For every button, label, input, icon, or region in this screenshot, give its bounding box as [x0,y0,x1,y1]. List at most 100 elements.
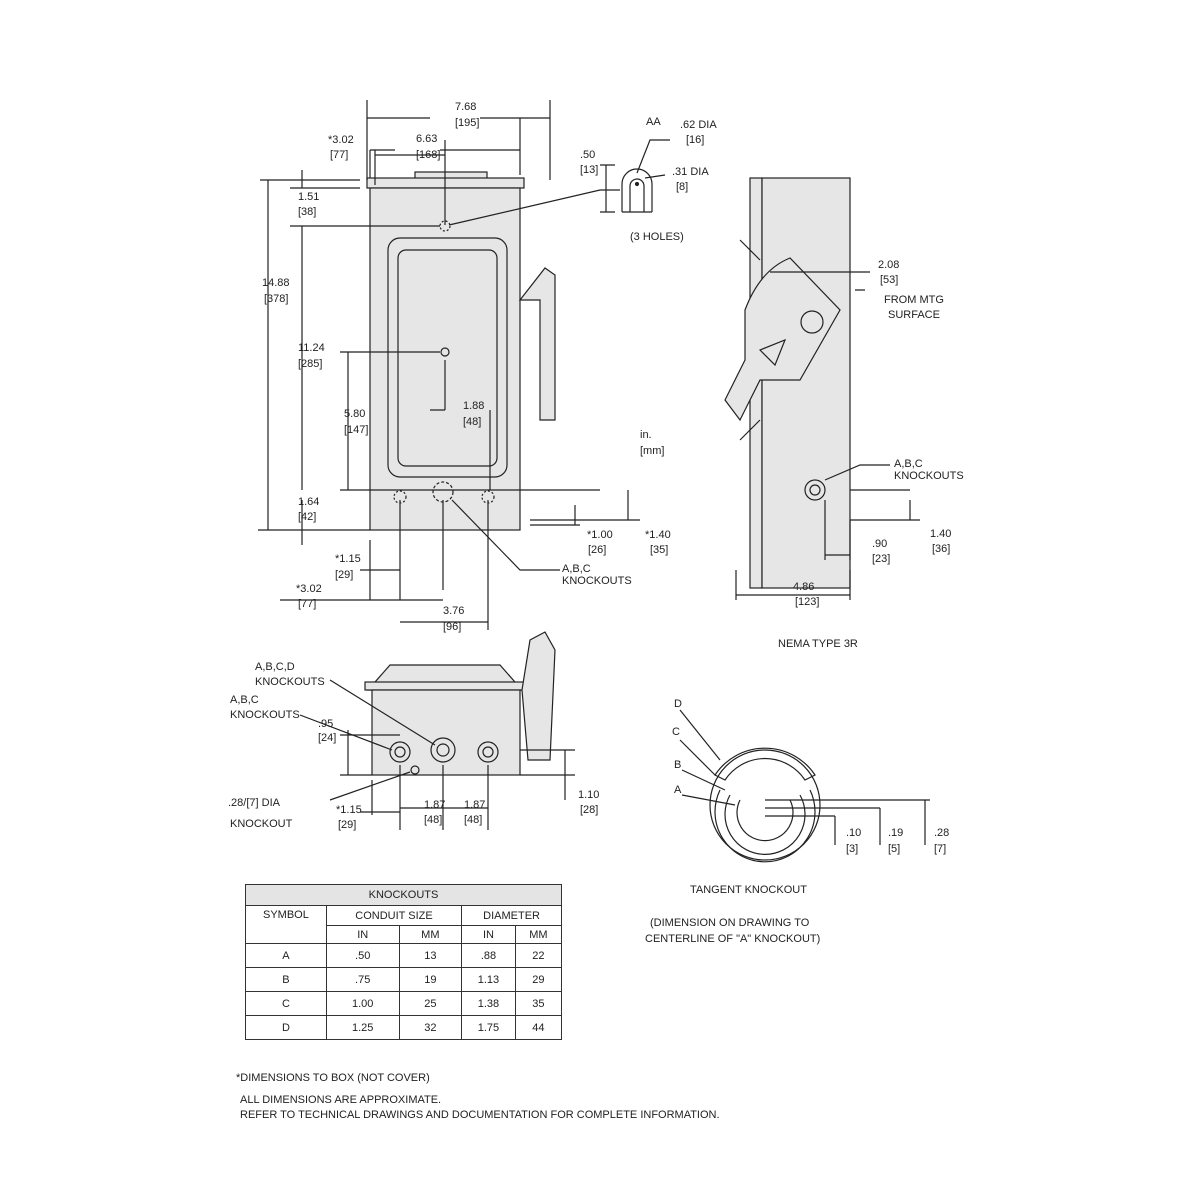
bottom-knockout-center [430,737,456,763]
knockout-ring-c [714,789,816,863]
sub-header: MM [514,925,563,944]
side-view [724,177,920,600]
dimension-label: A,B,C,D [255,661,295,673]
dimension-label: [8] [676,181,688,193]
dimension-label: in. [640,429,652,441]
dimension-line [374,140,446,225]
dimension-label: *1.15 [335,553,361,565]
dimension-label: (3 HOLES) [630,231,684,243]
knockout-ring-a [736,799,794,842]
dimension-line [280,540,488,623]
table-cell: .88 [461,943,516,968]
dimension-label: [123] [795,596,819,608]
dimension-label: [195] [455,117,479,129]
leader-line [636,139,670,179]
dimension-label: *1.40 [645,529,671,541]
dimension-line [600,164,615,213]
knockout-ring-outer [709,749,821,861]
dimension-label: 4.86 [793,581,814,593]
mounting-hole-top [439,220,451,232]
dimension-label: 3.76 [443,605,464,617]
sub-header: MM [398,925,463,944]
bottom-handle [521,631,556,761]
tangent-knockout-view [679,709,930,863]
table-cell: B [245,967,327,992]
bottom-knockout-left-inner [394,746,406,758]
dimension-label: B [674,759,681,771]
dimension-label: [3] [846,843,858,855]
dimension-label: KNOCKOUTS [230,709,300,721]
dimension-label: 7.68 [455,101,476,113]
dimension-line [530,490,640,526]
dimension-label: [38] [298,206,316,218]
dimension-label: KNOCKOUTS [255,676,325,688]
dimension-label: SURFACE [888,309,940,321]
dimension-label: 2.08 [878,259,899,271]
dimension-label: REFER TO TECHNICAL DRAWINGS AND DOCUMENT… [240,1109,720,1121]
dimension-label: AA [646,116,661,128]
dimension-label: [147] [344,424,368,436]
leader-line [299,679,436,801]
dimension-label: C [672,726,680,738]
dimension-label: [24] [318,732,336,744]
dimension-label: 1.88 [463,400,484,412]
dimension-line [340,351,600,491]
table-cell: 32 [398,1015,463,1040]
front-body [369,187,521,531]
table-header-row: SYMBOL CONDUIT SIZE DIAMETER [245,905,562,944]
dimension-label: [77] [298,598,316,610]
dimension-label: .95 [318,718,333,730]
small-knockout [410,765,420,775]
dimension-label: 5.80 [344,408,365,420]
dimension-label: [29] [335,569,353,581]
dimension-label: TANGENT KNOCKOUT [690,884,807,896]
bottom-knockout-left [389,741,411,763]
dimension-label: [29] [338,819,356,831]
dimension-label: [26] [588,544,606,556]
dimension-label: .90 [872,538,887,550]
leader-line [679,709,736,806]
window-outer [387,237,508,478]
dimension-label: A [674,784,682,796]
center-mark [634,181,640,187]
dimension-label: [13] [580,164,598,176]
dimension-label: CENTERLINE OF "A" KNOCKOUT) [645,933,820,945]
dimension-label: [36] [932,543,950,555]
side-knockout-inner [809,484,821,496]
dimension-label: [16] [686,134,704,146]
dimension-line [735,570,851,600]
dimension-label: 1.87 [464,799,485,811]
side-knockout [804,479,826,501]
dimension-label: NEMA TYPE 3R [778,638,858,650]
side-handle-mechanism [724,257,841,422]
cg-mark [440,347,450,357]
table-cell: .75 [325,967,400,992]
dimension-label: .10 [846,827,861,839]
table-cell: 44 [514,1015,563,1040]
dimension-label: KNOCKOUTS [894,470,964,482]
bottom-knockout-center-inner [436,743,450,757]
dimension-label: .28/[7] DIA [228,797,281,809]
table-cell: 22 [514,943,563,968]
dimension-line [366,100,551,180]
dimension-label: *1.00 [587,529,613,541]
dimension-label: 1.64 [298,496,319,508]
dimension-label: *3.02 [296,583,322,595]
mechanism-triangle [758,338,787,367]
table-cell: 1.38 [461,991,516,1016]
dimension-label: KNOCKOUT [230,818,293,830]
dimension-label: [48] [464,814,482,826]
dimension-line [824,489,920,560]
table-cell: A [245,943,327,968]
dimension-line [770,271,870,291]
dimension-label: [42] [298,511,316,523]
dimension-label: D [674,698,682,710]
leader-line [448,189,620,226]
dimension-label: [77] [330,149,348,161]
dimension-label: .62 DIA [680,119,717,131]
dimension-label: A,B,C [894,458,923,470]
dimension-label: [53] [880,274,898,286]
